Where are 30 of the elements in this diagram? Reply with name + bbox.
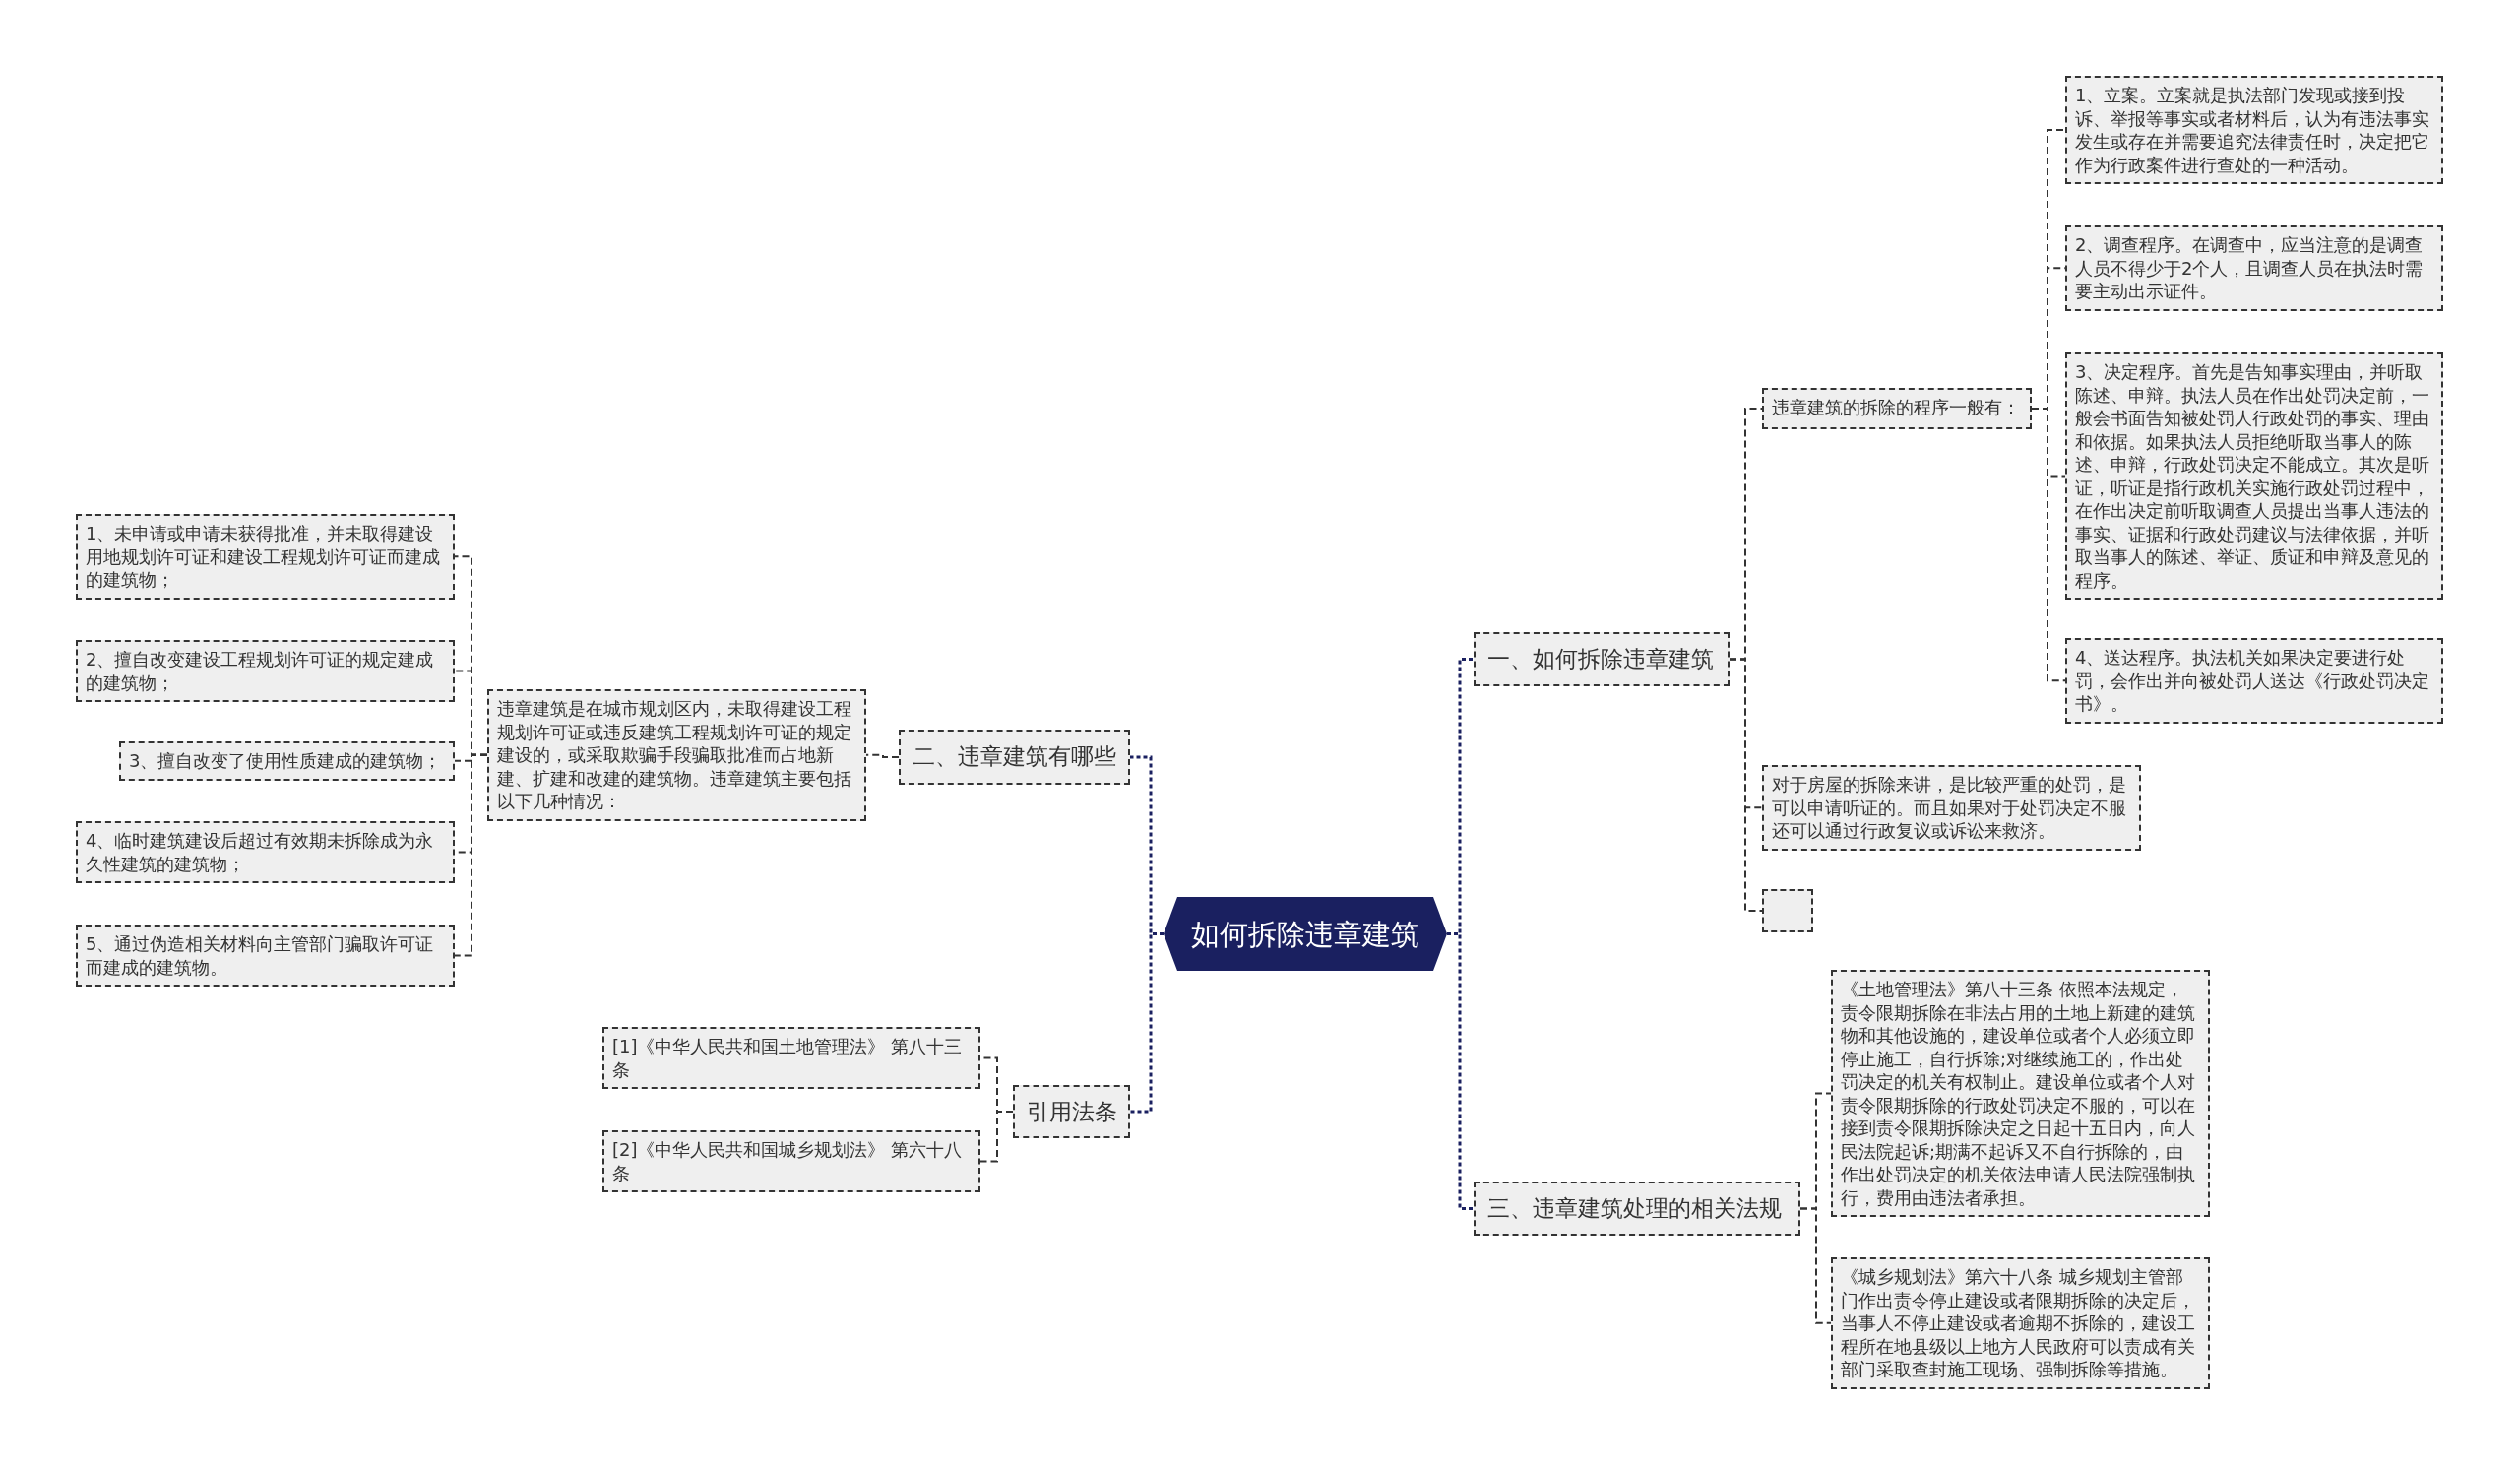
text-box: 违章建筑是在城市规划区内，未取得建设工程规划许可证或违反建筑工程规划许可证的规定建设的，或采取欺骗手段骗取批准而占地新建、扩建和改建的建筑物。违章建筑主要包括以下几种情况： <box>487 689 866 821</box>
text-box: 1、立案。立案就是执法部门发现或接到投诉、举报等事实或者材料后，认为有违法事实发生或存在并需要追究法律责任时，决定把它作为行政案件进行查处的一种活动。 <box>2065 76 2443 184</box>
text-box: 2、调查程序。在调查中，应当注意的是调查人员不得少于2个人，且调查人员在执法时需要主动出示证件。 <box>2065 225 2443 311</box>
connector-line <box>1799 1207 1832 1324</box>
central-topic-hexagon: 如何拆除违章建筑 <box>1164 897 1447 971</box>
topic-box: 引用法条 <box>1013 1085 1130 1138</box>
empty-box <box>1762 889 1813 932</box>
connector-line <box>454 753 488 957</box>
connector-line <box>1447 932 1474 1210</box>
topic-box: 一、如何拆除违章建筑 <box>1474 632 1730 686</box>
text-box: [1]《中华人民共和国土地管理法》 第八十三条 <box>602 1027 980 1089</box>
text-box: 3、决定程序。首先是告知事实理由，并听取陈述、申辩。执法人员在作出处罚决定前，一般会书面告知被处罚人行政处罚的事实、理由和依据。如果执法人员拒绝听取当事人的陈述、申辩，行政处罚决定不能成立。其次是听证，听证是指行政机关实施行政处罚过程中，在作出决定前听取调查人员提出当事人违法的事实、证据和行政处罚建议与法律依据，并听取当事人的陈述、举证、质证和申辩及意见的程序。 <box>2065 352 2443 600</box>
text-box: 2、擅自改变建设工程规划许可证的规定建成的建筑物； <box>76 640 455 702</box>
connector-line <box>2031 408 2066 682</box>
text-box: 1、未申请或申请未获得批准，并未取得建设用地规划许可证和建设工程规划许可证而建成的建筑物； <box>76 514 455 600</box>
text-box: [2]《中华人民共和国城乡规划法》 第六十八条 <box>602 1130 980 1192</box>
text-box: 4、送达程序。执法机关如果决定要进行处罚，会作出并向被处罚人送达《行政处罚决定书》。 <box>2065 638 2443 724</box>
connector-line <box>979 1111 1014 1163</box>
text-box: 4、临时建筑建设后超过有效期未拆除成为永久性建筑的建筑物； <box>76 821 455 883</box>
text-box: 《城乡规划法》第六十八条 城乡规划主管部门作出责令停止建设或者限期拆除的决定后，当事人不停止建设或者逾期不拆除的，建设工程所在地县级以上地方人民政府可以责成有关部门采取查封施工现场、强制拆除等措施。 <box>1831 1257 2210 1389</box>
connector-line <box>1130 932 1164 1114</box>
subtopic-box: 违章建筑的拆除的程序一般有： <box>1762 388 2032 429</box>
text-box: 对于房屋的拆除来讲，是比较严重的处罚，是可以申请听证的。而且如果对于处罚决定不服还可以通过行政复议或诉讼来救济。 <box>1762 765 2141 851</box>
text-box: 3、擅自改变了使用性质建成的建筑物； <box>119 741 455 781</box>
topic-box: 二、违章建筑有哪些 <box>899 730 1130 785</box>
connector-line <box>865 753 900 758</box>
text-box: 5、通过伪造相关材料向主管部门骗取许可证而建成的建筑物。 <box>76 925 455 987</box>
text-box: 《土地管理法》第八十三条 依照本法规定，责令限期拆除在非法占用的土地上新建的建筑物和其他设施的，建设单位或者个人必须立即停止施工，自行拆除;对继续施工的，作出处罚决定的机关有权制止。建设单位或者个人对责令限期拆除的行政处罚决定不服的，可以在接到责令限期拆除决定之日起十五日内，向人民法院起诉;期满不起诉又不自行拆除的，由作出处罚决定的机关依法申请人民法院强制执行，费用由违法者承担。 <box>1831 970 2210 1217</box>
connector-line <box>1729 658 1763 912</box>
topic-box: 三、违章建筑处理的相关法规 <box>1474 1182 1800 1236</box>
